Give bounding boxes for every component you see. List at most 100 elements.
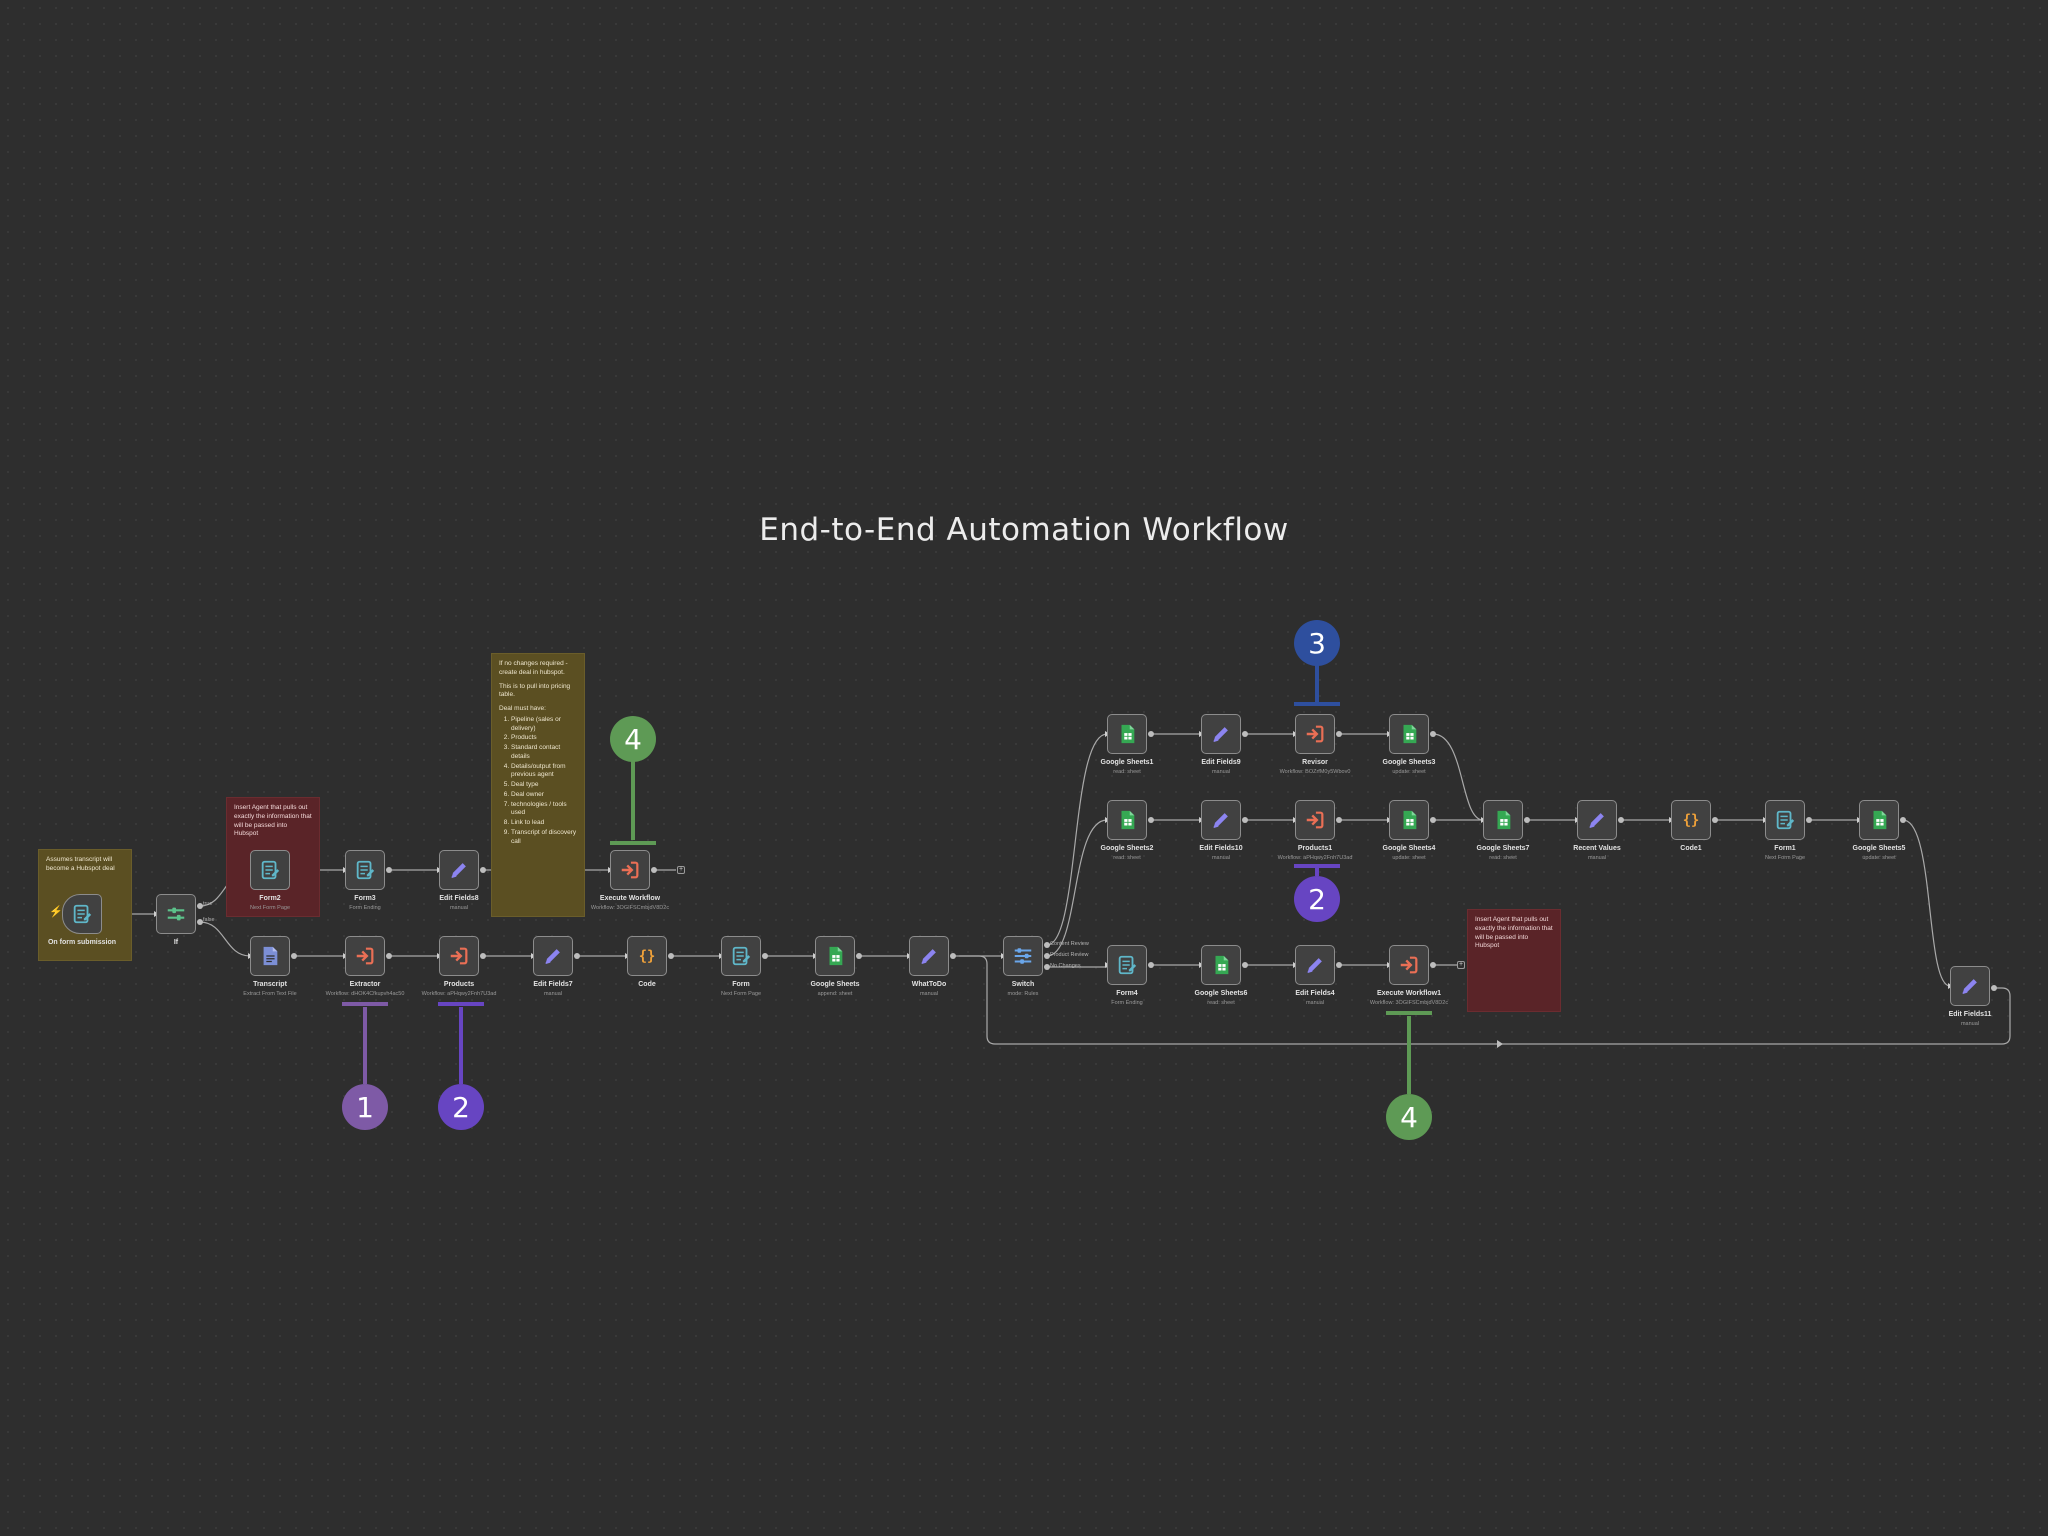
node-code1[interactable]: {}: [1671, 800, 1711, 840]
node-gs2[interactable]: [1107, 800, 1147, 840]
form-icon: [259, 859, 281, 881]
if-true-output-label: true: [203, 901, 213, 907]
add-node-button[interactable]: +: [1457, 961, 1465, 969]
deal-note-intro: If no changes required - create deal in …: [499, 660, 568, 676]
deal-requirement-item: Transcript of discovery call: [511, 829, 577, 847]
execute-icon: [448, 945, 470, 967]
node-label: Recent Values: [1573, 845, 1621, 852]
node-form2[interactable]: [250, 850, 290, 890]
node-gs5[interactable]: [1859, 800, 1899, 840]
node-label: Revisor: [1302, 759, 1328, 766]
switch-product-review-output-label: Product Review: [1050, 952, 1089, 958]
deal-requirement-item: Deal type: [511, 781, 577, 790]
deal-requirement-item: Link to lead: [511, 819, 577, 828]
node-label: Code1: [1680, 845, 1702, 852]
node-gs7[interactable]: [1483, 800, 1523, 840]
node-products[interactable]: [439, 936, 479, 976]
node-subtitle: manual: [919, 991, 939, 997]
node-form3[interactable]: [345, 850, 385, 890]
form-icon: [1116, 954, 1138, 976]
code-icon: {}: [636, 945, 658, 967]
add-node-button[interactable]: +: [677, 866, 685, 874]
sheets-icon: [1210, 954, 1232, 976]
deal-note-heading: Deal must have:: [499, 705, 546, 713]
sheets-icon: [824, 945, 846, 967]
edit-icon: [542, 945, 564, 967]
node-label: Edit Fields9: [1201, 759, 1241, 766]
sheets-icon: [1116, 723, 1138, 745]
node-transcript[interactable]: [250, 936, 290, 976]
node-label: Google Sheets3: [1382, 759, 1436, 766]
node-if[interactable]: [156, 894, 196, 934]
node-whattodo[interactable]: [909, 936, 949, 976]
node-revisor[interactable]: [1295, 714, 1335, 754]
node-ef11[interactable]: [1950, 966, 1990, 1006]
node-form[interactable]: [721, 936, 761, 976]
node-code[interactable]: {}: [627, 936, 667, 976]
code-icon: {}: [1680, 809, 1702, 831]
node-label: Google Sheets6: [1194, 990, 1248, 997]
node-subtitle: manual: [1211, 855, 1231, 861]
node-gs1[interactable]: [1107, 714, 1147, 754]
node-googlesheets[interactable]: [815, 936, 855, 976]
edge: [1046, 819, 1108, 957]
agent-sticky-note-2[interactable]: Insert Agent that pulls out exactly the …: [1467, 909, 1561, 1012]
form-icon: [730, 945, 752, 967]
execute-icon: [354, 945, 376, 967]
node-label: Form1: [1774, 845, 1796, 852]
edit-icon: [1210, 809, 1232, 831]
node-label: Form4: [1116, 990, 1138, 997]
execute-icon: [1398, 954, 1420, 976]
deal-requirements-list: Pipeline (sales or delivery) Products St…: [499, 716, 577, 847]
execute-icon: [619, 859, 641, 881]
node-trigger[interactable]: [62, 894, 102, 934]
node-label: WhatToDo: [911, 981, 947, 988]
node-label: Edit Fields10: [1199, 845, 1243, 852]
node-label: Google Sheets2: [1100, 845, 1154, 852]
node-gs3[interactable]: [1389, 714, 1429, 754]
canvas-title: End-to-End Automation Workflow: [759, 512, 1289, 548]
node-label: Google Sheets: [810, 981, 860, 988]
node-execworkflow[interactable]: [610, 850, 650, 890]
node-switch[interactable]: [1003, 936, 1043, 976]
node-subtitle: update: sheet: [1862, 855, 1896, 861]
edit-icon: [448, 859, 470, 881]
node-execworkflow1[interactable]: [1389, 945, 1429, 985]
switch-no-changes-output-label: No Changes: [1050, 963, 1081, 969]
form-icon: [71, 903, 93, 925]
node-subtitle: Workflow: dHOK4Cfkupvh4ac50: [325, 991, 405, 997]
node-recent[interactable]: [1577, 800, 1617, 840]
node-gs6[interactable]: [1201, 945, 1241, 985]
step-marker-3: 3: [1294, 620, 1340, 666]
node-label: Google Sheets7: [1476, 845, 1530, 852]
node-editfields7[interactable]: [533, 936, 573, 976]
edit-icon: [1304, 954, 1326, 976]
deal-requirement-item: Deal owner: [511, 791, 577, 800]
step-marker-2: 2: [438, 1084, 484, 1130]
node-label: Edit Fields7: [533, 981, 573, 988]
deal-sticky-note[interactable]: If no changes required - create deal in …: [491, 653, 585, 917]
node-ef10[interactable]: [1201, 800, 1241, 840]
node-form4[interactable]: [1107, 945, 1147, 985]
edge: [1432, 733, 1484, 821]
node-ef9[interactable]: [1201, 714, 1241, 754]
edit-icon: [1586, 809, 1608, 831]
node-products1[interactable]: [1295, 800, 1335, 840]
node-subtitle: Form Ending: [349, 905, 381, 911]
node-label: Google Sheets4: [1382, 845, 1436, 852]
sheets-icon: [1398, 809, 1420, 831]
node-label: Transcript: [253, 981, 287, 988]
file-icon: [259, 945, 281, 967]
node-subtitle: manual: [1587, 855, 1607, 861]
node-editfields8[interactable]: [439, 850, 479, 890]
edit-icon: [1210, 723, 1232, 745]
node-extractor[interactable]: [345, 936, 385, 976]
agent-note-text: Insert Agent that pulls out exactly the …: [234, 804, 312, 838]
node-subtitle: read: sheet: [1489, 855, 1517, 861]
node-gs4[interactable]: [1389, 800, 1429, 840]
svg-text:{}: {}: [639, 949, 656, 965]
node-ef4[interactable]: [1295, 945, 1335, 985]
node-form1[interactable]: [1765, 800, 1805, 840]
sheets-icon: [1492, 809, 1514, 831]
